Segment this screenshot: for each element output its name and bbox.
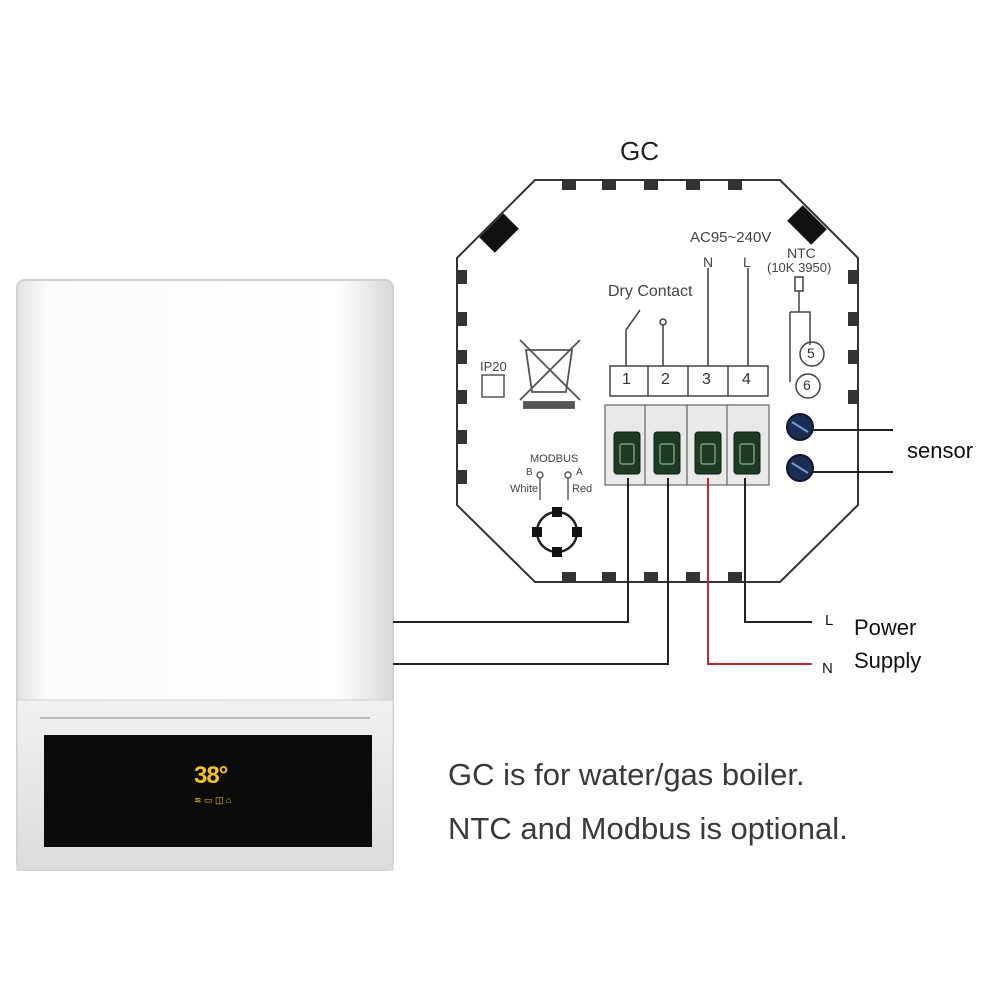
boiler-display-icons: ≋ ▭ ◫ ⌂	[194, 795, 232, 805]
terminal-2	[653, 431, 681, 475]
modbus-white-label: White	[510, 483, 539, 495]
terminal-number-2: 2	[661, 371, 670, 388]
note-line-2: NTC and Modbus is optional.	[448, 811, 848, 846]
ntc-terminal-6: 6	[803, 377, 811, 393]
terminal-number-4: 4	[742, 371, 751, 388]
boiler-lcd	[190, 760, 240, 812]
l-terminal-label: L	[743, 254, 751, 270]
supply-l-label: L	[825, 612, 834, 629]
ntc-terminal-5: 5	[807, 345, 815, 361]
terminal-number-3: 3	[702, 371, 711, 388]
wires	[393, 429, 893, 665]
supply-label: Supply	[854, 648, 922, 673]
boiler	[16, 279, 394, 871]
terminal-4	[733, 431, 761, 475]
terminal-3	[694, 431, 722, 475]
weee-bin-icon	[519, 339, 581, 409]
terminal-1	[613, 431, 641, 475]
boiler-display-temp: 38°	[194, 762, 228, 789]
note-line-1: GC is for water/gas boiler.	[448, 757, 805, 792]
voltage-label: AC95~240V	[690, 229, 772, 246]
ntc-spec-label: (10K 3950)	[767, 260, 832, 275]
ip-rating-label: IP20	[480, 359, 507, 374]
modbus-a-label: A	[576, 467, 583, 478]
terminal-number-1: 1	[622, 371, 631, 388]
n-terminal-label: N	[703, 254, 714, 270]
dry-contact-label: Dry Contact	[608, 283, 693, 300]
modbus-label: MODBUS	[530, 453, 579, 465]
supply-n-label: N	[822, 660, 833, 677]
sensor-label: sensor	[907, 438, 974, 463]
diagram-title: GC	[620, 136, 659, 166]
thermostat-module	[456, 179, 859, 583]
port-icon	[532, 507, 582, 557]
ntc-label: NTC	[787, 245, 816, 261]
modbus-b-label: B	[526, 467, 533, 478]
power-label: Power	[854, 615, 917, 640]
modbus-red-label: Red	[572, 483, 593, 495]
